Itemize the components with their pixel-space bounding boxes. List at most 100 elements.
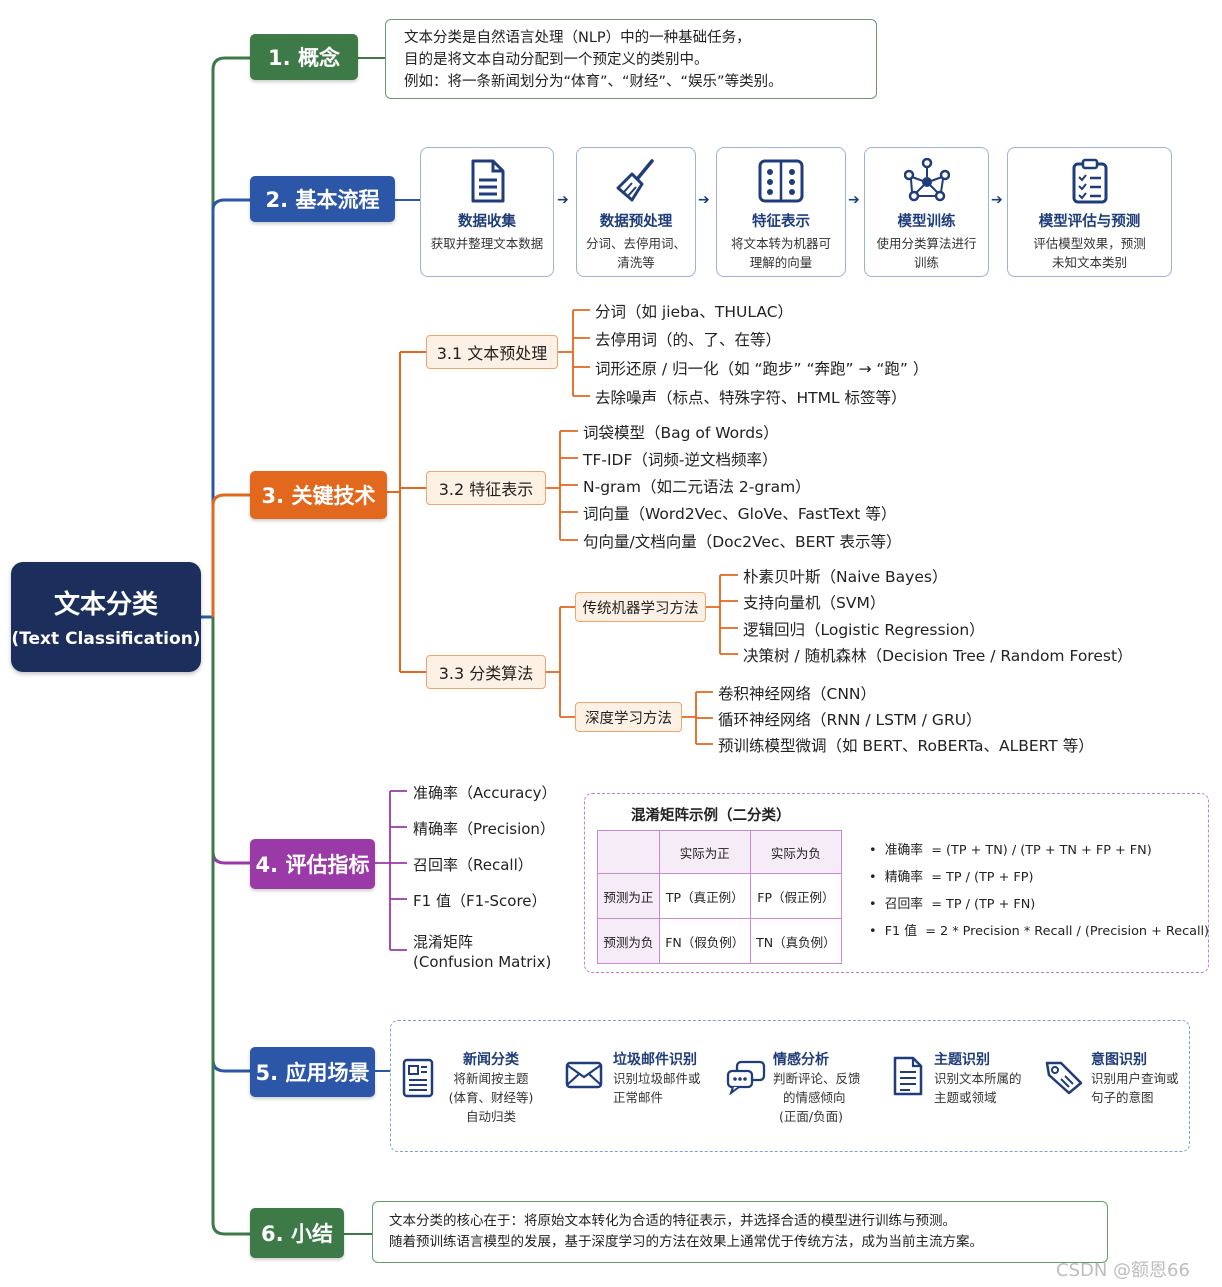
flow-desc: 分词、去停用词、	[585, 236, 686, 251]
formula-expr: = (TP + TN) / (TP + TN + FP + FN)	[931, 843, 1152, 858]
flow-desc: 使用分类算法进行	[876, 236, 977, 251]
app-title: 新闻分类	[463, 1052, 519, 1068]
confusion-matrix-table: 实际为正 实际为负 预测为正 TP（真正例） FP（假正例） 预测为负 FN（假…	[597, 830, 843, 964]
root-subtitle: (Text Classification)	[11, 629, 201, 649]
app-news: 新闻分类 将新闻按主题 (体育、财经等) 自动归类	[441, 1049, 541, 1126]
sub-feature: 3.2 特征表示	[426, 471, 546, 505]
app-topic: 主题识别 识别文本所属的 主题或领域	[934, 1049, 1044, 1107]
formula-expr: = TP / (TP + FP)	[931, 870, 1034, 885]
metric-item: F1 值（F1-Score）	[413, 892, 547, 910]
arrow-icon: ➔	[848, 192, 860, 208]
metric-item: 混淆矩阵	[413, 933, 474, 951]
flow-desc: 评估模型效果，预测	[1033, 236, 1146, 251]
formula-accuracy: • 准确率 = (TP + TN) / (TP + TN + FP + FN)	[869, 843, 1152, 858]
root-title: 文本分类	[53, 590, 158, 620]
concept-line-3: 例如：将一条新闻划分为“体育”、“财经”、“娱乐”等类别。	[404, 74, 783, 90]
chat-icon	[725, 1059, 767, 1099]
section-concept: 1. 概念	[250, 34, 358, 80]
flow-card-evaluate: 模型评估与预测 评估模型效果，预测 未知文本类别	[1007, 147, 1172, 277]
formula-f1: • F1 值 = 2 * Precision * Recall / (Preci…	[869, 924, 1210, 939]
flow-desc: 未知文本类别	[1051, 255, 1127, 270]
formula-precision: • 精确率 = TP / (TP + FP)	[869, 870, 1034, 885]
leaf-item: 词向量（Word2Vec、GloVe、FastText 等）	[583, 505, 897, 523]
leaf-item: 卷积神经网络（CNN）	[718, 685, 877, 703]
metric-item: 准确率（Accuracy）	[413, 784, 557, 802]
concept-line-1: 文本分类是自然语言处理（NLP）中的一种基础任务，	[404, 30, 751, 46]
matrix-row-header: 预测为负	[597, 918, 660, 964]
flow-card-preprocess: 数据预处理 分词、去停用词、 清洗等	[576, 147, 696, 277]
app-desc: 判断评论、反馈	[773, 1071, 861, 1086]
watermark: CSDN @额恩66	[1056, 1260, 1190, 1281]
sub-deep-learning: 深度学习方法	[575, 702, 682, 732]
leaf-item: 循环神经网络（RNN / LSTM / GRU）	[718, 711, 982, 729]
mail-icon	[564, 1057, 604, 1095]
applications-panel: 新闻分类 将新闻按主题 (体育、财经等) 自动归类 垃圾邮件识别 识别垃圾邮件或…	[390, 1020, 1190, 1152]
document-icon	[421, 158, 553, 204]
app-desc: 主题或领域	[934, 1090, 997, 1105]
app-desc: 识别垃圾邮件或	[613, 1071, 701, 1086]
matrix-col-header: 实际为负	[749, 830, 843, 874]
matrix-cell-tp: TP（真正例）	[658, 873, 751, 919]
app-desc: 的情感倾向	[783, 1090, 846, 1105]
app-title: 垃圾邮件识别	[613, 1052, 697, 1068]
app-spam: 垃圾邮件识别 识别垃圾邮件或 正常邮件	[613, 1049, 723, 1107]
app-desc: 句子的意图	[1091, 1090, 1154, 1105]
leaf-item: 去停用词（的、了、在等）	[595, 331, 782, 349]
flow-desc: 清洗等	[617, 255, 655, 270]
leaf-item: 决策树 / 随机森林（Decision Tree / Random Forest…	[743, 647, 1133, 665]
matrix-cell-fp: FP（假正例）	[749, 873, 843, 919]
flow-card-collect: 数据收集 获取并整理文本数据	[420, 147, 554, 277]
app-intent: 意图识别 识别用户查询或 句子的意图	[1091, 1049, 1191, 1107]
app-desc: (正面/负面)	[779, 1109, 843, 1124]
flow-title: 数据收集	[458, 214, 516, 230]
arrow-icon: ➔	[991, 192, 1003, 208]
flow-title: 模型评估与预测	[1038, 214, 1141, 230]
flow-desc: 理解的向量	[749, 255, 813, 270]
leaf-item: N-gram（如二元语法 2-gram）	[583, 478, 811, 496]
news-icon	[401, 1057, 435, 1103]
metric-item: (Confusion Matrix)	[413, 953, 552, 971]
checklist-icon	[1008, 158, 1171, 204]
matrix-cell-tn: TN（真负例）	[749, 918, 843, 964]
metric-item: 召回率（Recall）	[413, 856, 533, 874]
concept-line-2: 目的是将文本自动分配到一个预定义的类别中。	[404, 52, 709, 68]
summary-box: 文本分类的核心在于：将原始文本转化为合适的特征表示，并选择合适的模型进行训练与预…	[372, 1201, 1108, 1263]
leaf-item: 支持向量机（SVM）	[743, 594, 886, 612]
flow-desc: 获取并整理文本数据	[430, 236, 544, 251]
confusion-matrix-panel: 混淆矩阵示例（二分类） 实际为正 实际为负 预测为正 TP（真正例） FP（假正…	[584, 793, 1209, 973]
leaf-item: 逻辑回归（Logistic Regression）	[743, 621, 985, 639]
app-sentiment: 情感分析 判断评论、反馈 的情感倾向 (正面/负面)	[773, 1049, 873, 1126]
matrix-row-header: 预测为正	[597, 873, 660, 919]
formula-name: 精确率	[884, 870, 924, 885]
flow-desc: 训练	[913, 255, 939, 270]
formula-expr: = TP / (TP + FN)	[931, 897, 1036, 912]
sub-algorithm: 3.3 分类算法	[426, 655, 546, 689]
app-desc: 将新闻按主题	[453, 1071, 529, 1086]
formula-name: F1 值	[884, 924, 918, 939]
broom-icon	[577, 158, 695, 204]
formula-expr: = 2 * Precision * Recall / (Precision + …	[925, 924, 1210, 939]
summary-line-2: 随着预训练语言模型的发展，基于深度学习的方法在效果上通常优于传统方法，成为当前主…	[389, 1234, 983, 1250]
flow-title: 特征表示	[752, 214, 810, 230]
sub-preprocess: 3.1 文本预处理	[426, 335, 558, 369]
flow-title: 数据预处理	[599, 214, 673, 230]
sub-traditional-ml: 传统机器学习方法	[575, 592, 706, 622]
leaf-item: 朴素贝叶斯（Naive Bayes）	[743, 568, 948, 586]
leaf-item: 词形还原 / 归一化（如 “跑步” “奔跑” → “跑” ）	[595, 360, 929, 378]
arrow-icon: ➔	[557, 192, 569, 208]
summary-line-1: 文本分类的核心在于：将原始文本转化为合适的特征表示，并选择合适的模型进行训练与预…	[389, 1213, 956, 1229]
section-metrics: 4. 评估指标	[250, 839, 375, 889]
app-title: 主题识别	[934, 1052, 990, 1068]
leaf-item: 预训练模型微调（如 BERT、RoBERTa、ALBERT 等）	[718, 737, 1094, 755]
formula-name: 召回率	[884, 897, 924, 912]
flow-card-feature: 特征表示 将文本转为机器可 理解的向量	[716, 147, 846, 277]
flow-card-train: 模型训练 使用分类算法进行 训练	[864, 147, 989, 277]
app-desc: 自动归类	[465, 1109, 516, 1124]
matrix-cell-fn: FN（假负例）	[658, 918, 751, 964]
leaf-item: 分词（如 jieba、THULAC）	[595, 303, 794, 321]
metric-item: 精确率（Precision）	[413, 820, 555, 838]
flow-title: 模型训练	[897, 214, 956, 230]
section-tech: 3. 关键技术	[250, 471, 387, 519]
flow-desc: 将文本转为机器可	[730, 236, 831, 251]
matrix-col-header: 实际为正	[658, 830, 751, 874]
